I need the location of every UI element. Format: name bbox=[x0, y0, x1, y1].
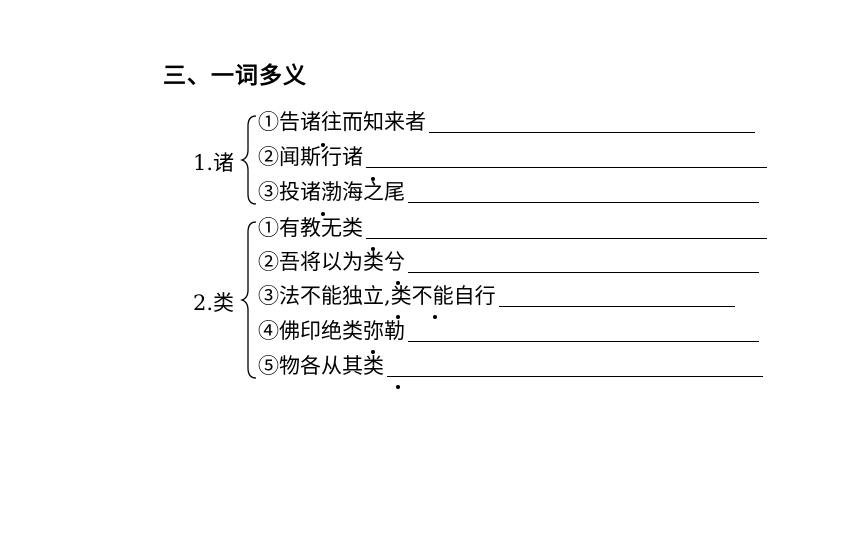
answer-blank[interactable] bbox=[366, 237, 767, 239]
answer-blank[interactable] bbox=[429, 131, 755, 133]
sentence-text: ③法不能独立,类不能自行 bbox=[258, 284, 496, 308]
sentence-row: ③投诸渤海之尾 bbox=[258, 176, 759, 210]
answer-blank[interactable] bbox=[408, 271, 759, 273]
brace-group-1 bbox=[240, 115, 257, 205]
answer-blank[interactable] bbox=[366, 166, 767, 168]
emphasis-dot bbox=[396, 281, 400, 285]
answer-blank[interactable] bbox=[498, 305, 735, 307]
sentence-text: ①告诸往而知来者 bbox=[258, 110, 426, 134]
sentence-text: ③投诸渤海之尾 bbox=[258, 180, 405, 204]
answer-blank[interactable] bbox=[408, 201, 759, 203]
emphasis-dot bbox=[371, 350, 375, 354]
emphasis-dot bbox=[396, 385, 400, 389]
sentence-row: ④佛印绝类弥勒 bbox=[258, 315, 759, 349]
sentence-row: ②吾将以为类兮 bbox=[258, 246, 759, 280]
emphasis-dot bbox=[321, 143, 325, 147]
emphasis-dot bbox=[433, 315, 437, 319]
answer-blank[interactable] bbox=[408, 340, 759, 342]
sentence-text: ⑤物各从其类 bbox=[258, 354, 384, 378]
emphasis-dot bbox=[371, 177, 375, 181]
emphasis-dot bbox=[371, 247, 375, 251]
sentence-row: ③法不能独立,类不能自行 bbox=[258, 280, 735, 314]
sentence-row: ①有教无类 bbox=[258, 212, 767, 246]
sentence-text: ④佛印绝类弥勒 bbox=[258, 319, 405, 343]
emphasis-dot bbox=[396, 315, 400, 319]
brace-group-2 bbox=[240, 221, 257, 379]
sentence-text: ①有教无类 bbox=[258, 216, 363, 240]
emphasis-dot bbox=[321, 212, 325, 216]
sentence-text: ②闻斯行诸 bbox=[258, 145, 363, 169]
section-title: 三、一词多义 bbox=[163, 63, 307, 89]
sentence-text: ②吾将以为类兮 bbox=[258, 250, 405, 274]
group-word-zhu: 1.诸 bbox=[193, 151, 235, 175]
sentence-row: ①告诸往而知来者 bbox=[258, 106, 755, 140]
sentence-row: ②闻斯行诸 bbox=[258, 141, 767, 175]
sentence-row: ⑤物各从其类 bbox=[258, 350, 763, 384]
answer-blank[interactable] bbox=[387, 375, 763, 377]
group-word-lei: 2.类 bbox=[193, 291, 235, 315]
